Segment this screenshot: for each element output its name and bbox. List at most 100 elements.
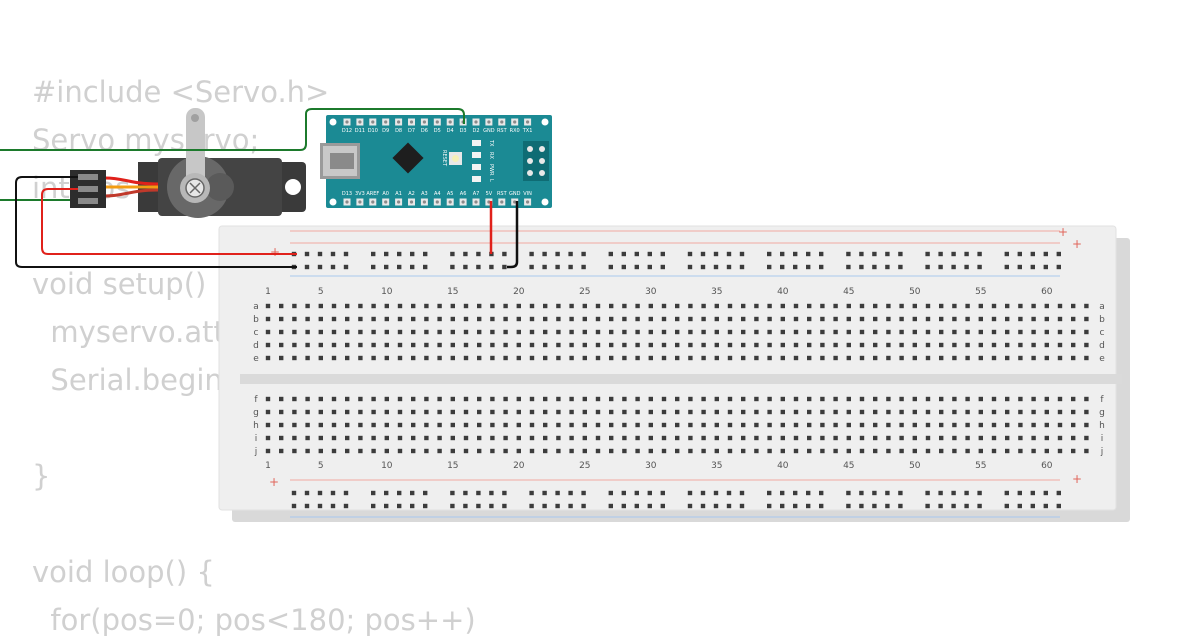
breadboard-hole[interactable] (1044, 396, 1049, 402)
breadboard-hole[interactable] (463, 448, 469, 454)
breadboard-hole[interactable] (925, 422, 931, 428)
breadboard-hole[interactable] (569, 435, 574, 441)
rail-hole[interactable] (793, 264, 798, 270)
breadboard-hole[interactable] (450, 303, 455, 309)
breadboard-hole[interactable] (661, 316, 667, 322)
breadboard-hole[interactable] (952, 342, 957, 348)
breadboard-hole[interactable] (1031, 422, 1036, 428)
rail-hole[interactable] (713, 490, 719, 496)
rail-hole[interactable] (739, 251, 745, 257)
rail-hole[interactable] (687, 490, 693, 496)
breadboard-hole[interactable] (384, 303, 389, 309)
rail-hole[interactable] (793, 251, 798, 257)
breadboard-hole[interactable] (529, 329, 535, 335)
breadboard-hole[interactable] (318, 303, 323, 309)
breadboard-hole[interactable] (767, 448, 772, 454)
breadboard-hole[interactable] (1071, 409, 1076, 415)
rail-hole[interactable] (450, 264, 455, 270)
breadboard-hole[interactable] (912, 342, 917, 348)
breadboard-hole[interactable] (846, 316, 851, 322)
breadboard-hole[interactable] (1084, 303, 1089, 309)
breadboard-hole[interactable] (345, 409, 350, 415)
breadboard-hole[interactable] (846, 342, 851, 348)
breadboard-hole[interactable] (437, 409, 442, 415)
breadboard-hole[interactable] (384, 342, 389, 348)
breadboard-hole[interactable] (661, 448, 667, 454)
wires[interactable] (0, 108, 519, 269)
rail-hole[interactable] (964, 490, 969, 496)
rail-hole[interactable] (384, 264, 389, 270)
rail-hole[interactable] (1004, 264, 1009, 270)
rail-hole[interactable] (687, 503, 693, 509)
breadboard-hole[interactable] (503, 396, 508, 402)
rail-hole[interactable] (410, 490, 415, 496)
breadboard-hole[interactable] (516, 355, 521, 361)
rail-hole[interactable] (806, 251, 811, 257)
breadboard-hole[interactable] (807, 435, 812, 441)
breadboard-hole[interactable] (701, 342, 706, 348)
breadboard-hole[interactable] (978, 316, 983, 322)
breadboard-hole[interactable] (833, 342, 838, 348)
breadboard-hole[interactable] (820, 435, 825, 441)
breadboard-hole[interactable] (358, 342, 363, 348)
breadboard-hole[interactable] (516, 329, 521, 335)
breadboard-hole[interactable] (754, 329, 759, 335)
breadboard-hole[interactable] (609, 448, 614, 454)
breadboard-hole[interactable] (397, 329, 403, 335)
breadboard-hole[interactable] (437, 448, 442, 454)
breadboard-hole[interactable] (490, 409, 495, 415)
breadboard-hole[interactable] (952, 355, 957, 361)
breadboard-hole[interactable] (1018, 316, 1023, 322)
breadboard-hole[interactable] (833, 355, 838, 361)
rail-hole[interactable] (423, 490, 428, 496)
breadboard-hole[interactable] (384, 435, 389, 441)
breadboard-hole[interactable] (279, 303, 284, 309)
breadboard-hole[interactable] (965, 355, 970, 361)
breadboard-hole[interactable] (899, 303, 904, 309)
breadboard-hole[interactable] (833, 409, 838, 415)
breadboard-hole[interactable] (688, 342, 693, 348)
rail-hole[interactable] (621, 264, 626, 270)
rail-hole[interactable] (859, 251, 864, 257)
rail-hole[interactable] (938, 251, 943, 257)
breadboard-hole[interactable] (912, 448, 917, 454)
rail-hole[interactable] (621, 490, 626, 496)
rail-hole[interactable] (925, 490, 930, 496)
breadboard-hole[interactable] (1005, 448, 1010, 454)
breadboard-hole[interactable] (424, 422, 429, 428)
rail-hole[interactable] (660, 264, 665, 270)
breadboard-hole[interactable] (754, 435, 759, 441)
breadboard-hole[interactable] (556, 448, 561, 454)
rail-hole[interactable] (410, 503, 415, 509)
rail-hole[interactable] (1030, 490, 1035, 496)
rail-hole[interactable] (806, 490, 811, 496)
breadboard-hole[interactable] (529, 396, 535, 402)
breadboard-hole[interactable] (331, 448, 337, 454)
breadboard-hole[interactable] (846, 448, 851, 454)
breadboard-hole[interactable] (688, 316, 693, 322)
rail-hole[interactable] (634, 503, 639, 509)
rail-hole[interactable] (700, 503, 706, 509)
breadboard-hole[interactable] (543, 355, 548, 361)
breadboard-hole[interactable] (1071, 329, 1076, 335)
breadboard-hole[interactable] (1005, 396, 1010, 402)
breadboard-hole[interactable] (741, 409, 746, 415)
rail-hole[interactable] (384, 251, 389, 257)
rail-hole[interactable] (489, 490, 494, 496)
breadboard-hole[interactable] (991, 422, 997, 428)
breadboard-hole[interactable] (846, 355, 851, 361)
breadboard-hole[interactable] (741, 355, 746, 361)
breadboard-hole[interactable] (318, 342, 323, 348)
breadboard-hole[interactable] (912, 303, 917, 309)
breadboard-hole[interactable] (859, 448, 865, 454)
breadboard-hole[interactable] (1084, 316, 1089, 322)
breadboard-hole[interactable] (292, 435, 297, 441)
breadboard-hole[interactable] (437, 303, 442, 309)
breadboard-hole[interactable] (635, 435, 640, 441)
breadboard-hole[interactable] (688, 409, 693, 415)
breadboard-hole[interactable] (859, 396, 865, 402)
breadboard-hole[interactable] (701, 409, 706, 415)
breadboard-hole[interactable] (912, 396, 917, 402)
rail-hole[interactable] (555, 264, 560, 270)
rail-hole[interactable] (780, 264, 785, 270)
